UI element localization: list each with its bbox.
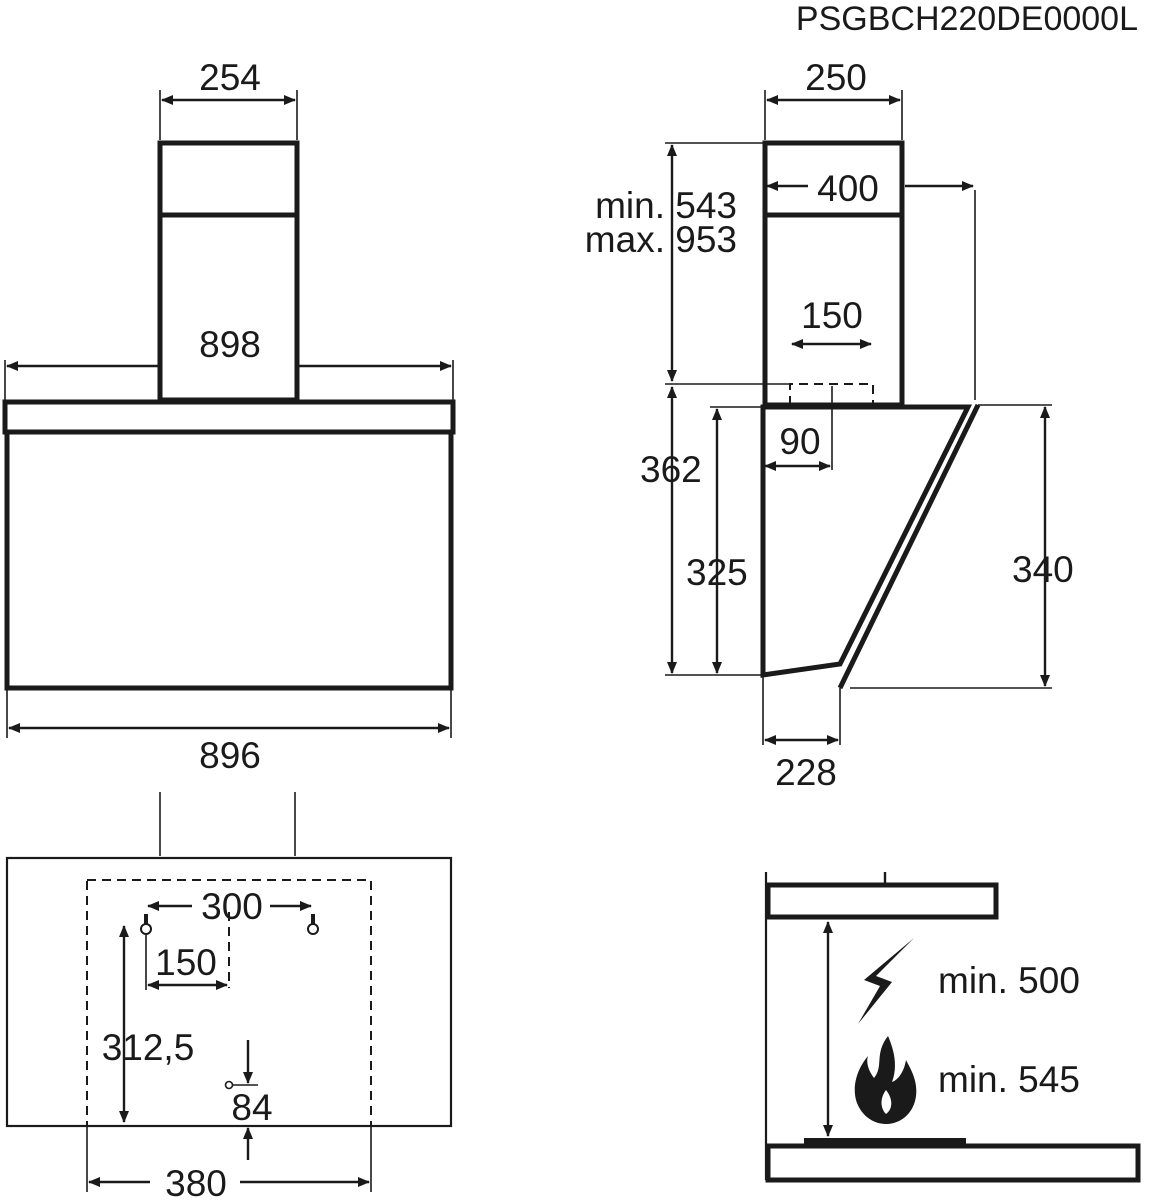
mount-outline bbox=[5, 856, 453, 1128]
dim-300-label: 300 bbox=[201, 886, 263, 927]
side-outlet-outline bbox=[789, 383, 874, 405]
model-code: PSGBCH220DE0000L bbox=[796, 0, 1138, 38]
clearance-gas-label: min. 545 bbox=[938, 1059, 1080, 1100]
front-panel bbox=[4, 429, 454, 691]
side-glass-panel bbox=[837, 403, 981, 690]
mount-template-outline bbox=[86, 879, 372, 1127]
front-top-band bbox=[2, 399, 456, 435]
dim-896-label: 896 bbox=[199, 735, 261, 776]
clearance-worktop bbox=[765, 1143, 1141, 1183]
lightning-icon bbox=[858, 938, 914, 1024]
dim-228-label: 228 bbox=[775, 752, 837, 793]
dim-400-label: 400 bbox=[817, 168, 879, 209]
dim-380-label: 380 bbox=[165, 1163, 227, 1200]
front-view: 254 898 896 bbox=[2, 57, 456, 776]
clearance-view: min. 500 min. 545 bbox=[764, 872, 1141, 1183]
dim-898-label: 898 bbox=[199, 324, 261, 365]
clearance-hood bbox=[765, 882, 999, 920]
keyhole-right-icon bbox=[307, 914, 319, 935]
flame-icon bbox=[854, 1036, 917, 1124]
clearance-hob bbox=[804, 1138, 966, 1146]
flame-inner-icon bbox=[881, 1090, 892, 1114]
side-hood-body bbox=[760, 404, 973, 678]
dim-84-label: 84 bbox=[231, 1087, 272, 1128]
dim-chimney-min-label: min. 543 bbox=[595, 185, 737, 226]
dim-150-outlet-label: 150 bbox=[801, 295, 863, 336]
dim-340-label: 340 bbox=[1012, 549, 1074, 590]
dim-250-label: 250 bbox=[805, 57, 867, 98]
dim-362-label: 362 bbox=[640, 449, 702, 490]
mounting-view: 300 150 312,5 84 380 bbox=[5, 792, 453, 1200]
dim-150-mount-label: 150 bbox=[155, 942, 217, 983]
dim-90-label: 90 bbox=[779, 421, 820, 462]
dim-325-label: 325 bbox=[686, 552, 748, 593]
clearance-electric-label: min. 500 bbox=[938, 960, 1080, 1001]
keyhole-left-icon bbox=[140, 914, 152, 935]
side-view: 250 400 min. 543 max. 953 150 90 362 325… bbox=[585, 57, 1074, 793]
dim-312-5-label: 312,5 bbox=[102, 1027, 195, 1068]
dim-254-label: 254 bbox=[199, 57, 261, 98]
dim-chimney-max-label: max. 953 bbox=[585, 219, 737, 260]
